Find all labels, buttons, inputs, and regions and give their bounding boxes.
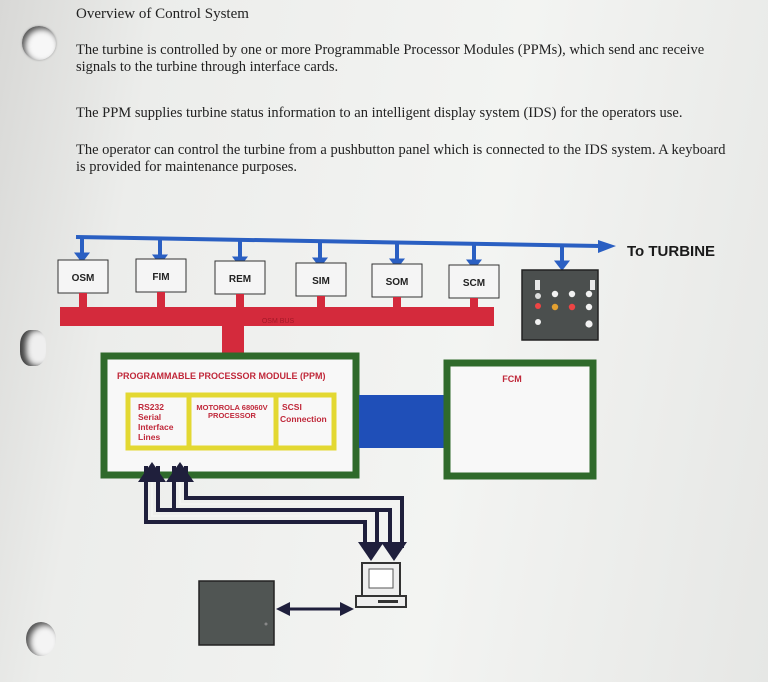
card-osm bbox=[57, 259, 109, 294]
panel-knob bbox=[585, 320, 593, 328]
interface-cards: OSM FIM REM SIM SOM SCM bbox=[57, 258, 500, 299]
bus-label: OSM BUS bbox=[262, 318, 295, 325]
link-gap-2 bbox=[179, 466, 397, 548]
card-rem bbox=[214, 260, 266, 295]
rs232-line: Serial bbox=[138, 412, 161, 422]
card-fim-label: FIM bbox=[152, 272, 169, 283]
link-arrowheads bbox=[138, 462, 407, 561]
down-arrowhead-2 bbox=[381, 542, 407, 561]
card-fim bbox=[135, 258, 187, 293]
fcm-box bbox=[443, 359, 597, 480]
binder-hole-bottom bbox=[26, 622, 56, 656]
maintenance-keyboard bbox=[198, 580, 275, 646]
paragraph-ids: The PPM supplies turbine status informat… bbox=[76, 105, 683, 121]
down-arrowhead-1 bbox=[358, 542, 384, 561]
panel-light bbox=[535, 303, 541, 309]
card-osm-label: OSM bbox=[72, 273, 95, 284]
operator-terminal bbox=[355, 562, 407, 608]
bus-connector-fim bbox=[157, 292, 165, 308]
fcm-label: FCM bbox=[502, 374, 522, 384]
rs232-line: Lines bbox=[138, 432, 160, 442]
link-gap-1 bbox=[151, 466, 372, 548]
panel-button bbox=[551, 290, 559, 298]
bus-connector-osm bbox=[79, 293, 87, 308]
panel-button bbox=[585, 303, 593, 311]
bus-bar bbox=[60, 307, 494, 326]
fcm-module: FCM bbox=[443, 359, 597, 480]
card-sim bbox=[295, 262, 347, 297]
keyboard-dot bbox=[264, 622, 268, 626]
bus-drop-to-ppm bbox=[222, 324, 244, 353]
panel-switch-1 bbox=[535, 280, 540, 290]
down-arrowhead-panel bbox=[553, 260, 571, 271]
paragraph-operator: The operator can control the turbine fro… bbox=[76, 142, 726, 175]
processor-line: PROCESSOR bbox=[208, 411, 257, 420]
bus-connector-som bbox=[393, 297, 401, 308]
drive-slot bbox=[378, 600, 398, 603]
pushbutton-panel bbox=[521, 269, 599, 341]
right-arrowhead bbox=[340, 602, 354, 616]
monitor-screen bbox=[368, 568, 394, 589]
down-arrowhead-osm bbox=[73, 252, 91, 263]
panel-button bbox=[568, 290, 576, 298]
scsi-line: Connection bbox=[280, 414, 327, 424]
panel-button bbox=[585, 290, 593, 298]
link-path-3 bbox=[156, 466, 379, 548]
up-arrowhead-2 bbox=[166, 462, 194, 482]
keyboard-link bbox=[276, 602, 354, 616]
ppm-inner-frame bbox=[125, 392, 337, 451]
up-arrowhead-1 bbox=[138, 462, 166, 482]
binder-hole-middle bbox=[20, 330, 46, 366]
left-arrowhead bbox=[276, 602, 290, 616]
ppm-title: PROGRAMMABLE PROCESSOR MODULE (PPM) bbox=[117, 371, 326, 381]
scsi-line: SCSI bbox=[282, 402, 302, 412]
turbine-arrowhead bbox=[598, 240, 616, 253]
rs232-line: Interface bbox=[138, 422, 174, 432]
card-rem-label: REM bbox=[229, 274, 251, 285]
card-sim-label: SIM bbox=[312, 276, 330, 287]
link-path-1 bbox=[144, 466, 367, 548]
bus-connector-sim bbox=[317, 296, 325, 308]
card-som-label: SOM bbox=[386, 277, 409, 288]
binder-hole-top bbox=[22, 26, 56, 60]
panel-switch-2 bbox=[590, 280, 595, 290]
ppm-fcm-link bbox=[359, 395, 446, 448]
panel-body bbox=[521, 269, 599, 341]
card-som bbox=[371, 263, 423, 298]
paragraph-ppm-intro: The turbine is controlled by one or more… bbox=[76, 42, 705, 75]
panel-button bbox=[551, 303, 559, 311]
signal-line bbox=[75, 235, 601, 248]
page-heading: Overview of Control System bbox=[76, 6, 249, 22]
ppm-module: PROGRAMMABLE PROCESSOR MODULE (PPM) RS23… bbox=[100, 352, 360, 479]
osm-bus: OSM BUS bbox=[60, 292, 494, 353]
panel-light bbox=[535, 293, 541, 299]
bus-connector-rem bbox=[236, 294, 244, 308]
rs232-links bbox=[144, 466, 404, 548]
processor-line: MOTOROLA 68060V bbox=[196, 403, 267, 412]
rs232-line: RS232 bbox=[138, 402, 164, 412]
card-scm bbox=[448, 264, 500, 299]
panel-button bbox=[568, 303, 576, 311]
card-scm-label: SCM bbox=[463, 278, 485, 289]
bus-connector-scm bbox=[470, 298, 478, 308]
turbine-label: To TURBINE bbox=[627, 243, 715, 260]
panel-light bbox=[535, 319, 541, 325]
